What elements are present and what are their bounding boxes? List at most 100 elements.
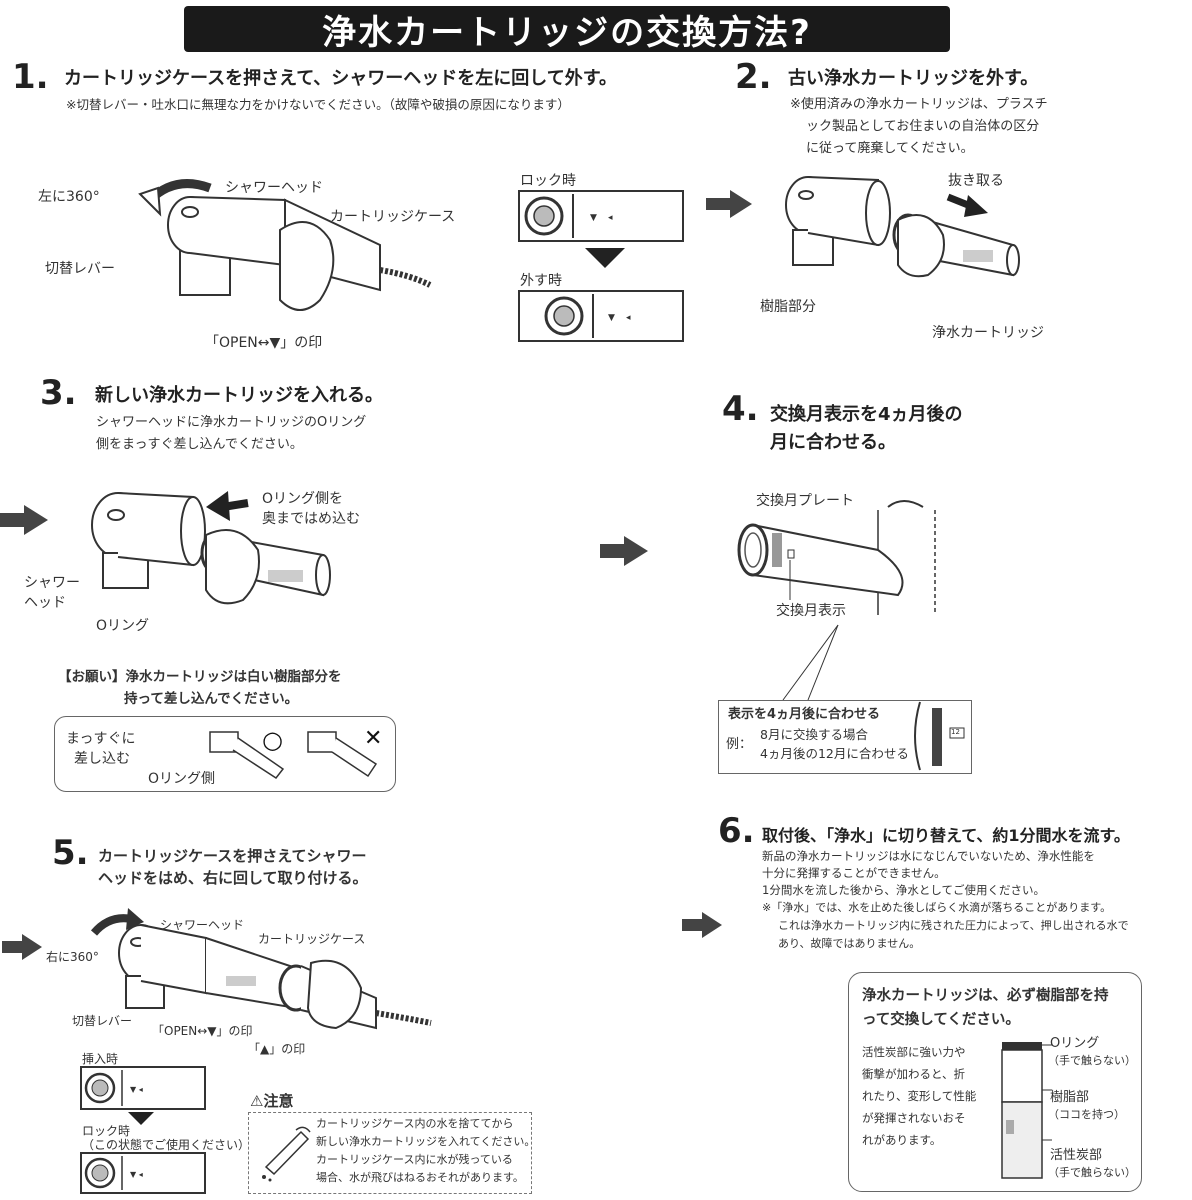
step1-heading: カートリッジケースを押さえて、シャワーヘッドを左に回して外す。 [64, 68, 617, 89]
tip-bad-mark: ✕ [364, 726, 383, 751]
handling-text-line4: が発揮されないおそ [862, 1111, 966, 1125]
step5-label-lever: 切替レバー [72, 1014, 133, 1028]
step3-request-line1: 【お願い】浄水カートリッジは白い樹脂部分を [58, 669, 342, 685]
svg-text:▼: ▼ [608, 313, 615, 323]
step5-attach-illustration [90, 908, 432, 1030]
cartridge-case-drain-icon [262, 1126, 311, 1182]
step4-plate-closeup [914, 701, 965, 771]
step3-label-oring: Oリング [96, 618, 150, 634]
step3-request-line2: 持って差し込んでください。 [124, 691, 299, 707]
step5-label-showerhead: シャワーヘッド [160, 918, 245, 932]
tip-good-mark: ○ [262, 726, 283, 754]
step1-label-lever: 切替レバー [45, 261, 115, 277]
down-arrow-icon [128, 1112, 154, 1125]
step4-heading-line1: 交換月表示を4ヵ月後の [770, 404, 963, 425]
label-oring-sub: （手で触らない） [1048, 1054, 1136, 1067]
cartridge-diagram [1001, 1042, 1043, 1179]
step6-note-line2: 十分に発揮することができません。 [762, 866, 946, 880]
step5-heading-line2: ヘッドをはめ、右に回して取り付ける。 [98, 869, 368, 887]
step2-number: 2. [735, 57, 772, 97]
label-resin: 樹脂部 [1050, 1090, 1090, 1105]
step1-number: 1. [12, 57, 49, 97]
label-oring: Oリング [1050, 1036, 1100, 1051]
right-arrow-icon [0, 505, 48, 535]
caution-box [248, 1112, 532, 1194]
tip-insert-comparison [209, 731, 378, 780]
svg-text:▼ ◂: ▼ ◂ [130, 1085, 143, 1094]
caution-line2: 新しい浄水カートリッジを入れてください。 [316, 1135, 536, 1148]
label-carbon-sub: （手で触らない） [1048, 1166, 1136, 1179]
step1-label-remove: 外す時 [520, 273, 562, 289]
right-arrow-icon [600, 536, 648, 566]
step6-handling-box [848, 972, 1142, 1192]
step1-label-case: カートリッジケース [330, 209, 456, 225]
step1-faucet-illustration [138, 179, 432, 311]
step5-label-mark: 「OPEN↔▼」の印 [152, 1024, 253, 1038]
step3-label-shower-line2: ヘッド [24, 595, 66, 611]
step4-box-example-line1: 8月に交換する場合 [760, 727, 868, 742]
handling-heading-line1: 浄水カートリッジは、必ず樹脂部を持 [862, 988, 1109, 1004]
step2-heading: 古い浄水カートリッジを外す。 [788, 68, 1039, 89]
right-arrow-icon [706, 190, 752, 218]
step2-label-pull: 抜き取る [948, 173, 1004, 189]
step2-note-line3: に従って廃棄してください。 [806, 141, 974, 156]
step4-plate-illustration [737, 500, 936, 615]
step1-label-showerhead: シャワーヘッド [225, 180, 323, 196]
step5-label-case: カートリッジケース [258, 932, 366, 946]
step6-number: 6. [718, 811, 755, 851]
caution-line1: カートリッジケース内の水を捨ててから [316, 1117, 514, 1130]
step5-number: 5. [52, 833, 89, 873]
step6-note-line3: 1分間水を流した後から、浄水としてご使用ください。 [762, 883, 1045, 897]
step5-label-rotate: 右に360° [46, 950, 99, 964]
tip-oring-side: Oリング側 [148, 771, 216, 787]
step6-note-line4: ※「浄水」では、水を止めた後しばらく水滴が落ちることがあります。 [762, 901, 1112, 914]
step6-note-line1: 新品の浄水カートリッジは水になじんでいないため、浄水性能を [762, 849, 1095, 863]
handling-text-line5: れがあります。 [862, 1133, 942, 1147]
handling-text-line3: れたり、変形して性能 [862, 1089, 977, 1103]
step2-note-line2: ック製品としてお住まいの自治体の区分 [806, 119, 1040, 134]
step1-label-rotate: 左に360° [38, 189, 100, 205]
down-arrow-icon [585, 248, 625, 268]
step5-heading-line1: カートリッジケースを押さえてシャワー [98, 847, 367, 865]
step4-box-heading: 表示を4ヵ月後に合わせる [728, 707, 881, 722]
caution-title: ⚠注意 [250, 1092, 294, 1110]
step3-note-line2: 側をまっすぐ差し込んでください。 [96, 437, 303, 452]
svg-text:▼ ◂: ▼ ◂ [130, 1170, 143, 1179]
caution-line4: 場合、水が飛びはねるおそれがあります。 [316, 1171, 524, 1184]
step3-label-oring-side-line1: Oリング側を [262, 491, 344, 507]
step3-label-oring-side-line2: 奥まではめ込む [262, 511, 360, 527]
tip-straight-line1: まっすぐに [66, 731, 136, 747]
step3-insert-illustration [91, 491, 331, 605]
step4-label-display: 交換月表示 [776, 603, 846, 619]
insert-state-diagram: ▼ ◂ [80, 1066, 206, 1110]
step4-label-plate: 交換月プレート [756, 493, 854, 509]
page-title: 浄水カートリッジの交換方法? [184, 6, 950, 53]
step6-note-line5: これは浄水カートリッジ内に残された圧力によって、押し出される水で [778, 919, 1129, 932]
step5-label-triangle: 「▲」の印 [248, 1042, 306, 1056]
lock-state-diagram: ▼ ◂ [518, 190, 684, 242]
step2-label-cartridge: 浄水カートリッジ [932, 325, 1044, 341]
step4-box-example-prefix: 例： [726, 737, 753, 752]
step4-number: 4. [722, 389, 759, 429]
step1-label-lock: ロック時 [520, 173, 576, 189]
step1-label-mark: 「OPEN↔▼」の印 [205, 335, 323, 351]
handling-text-line2: 衝撃が加わると、折 [862, 1067, 966, 1081]
svg-text:◂: ◂ [608, 213, 613, 223]
label-resin-sub: （ココを持つ） [1048, 1108, 1125, 1121]
tip-straight-line2: 差し込む [74, 751, 130, 767]
remove-state-diagram: ▼ ◂ [518, 290, 684, 342]
step5-label-lock-line2: （この状態でご使用ください） [82, 1138, 251, 1152]
right-arrow-icon [682, 912, 722, 938]
step3-label-shower-line1: シャワー [24, 575, 80, 591]
label-carbon: 活性炭部 [1050, 1148, 1103, 1163]
step2-cartridge-illustration [785, 176, 1020, 278]
step5-label-lock-line1: ロック時 [82, 1124, 131, 1138]
step1-note: ※切替レバー・吐水口に無理な力をかけないでください。（故障や破損の原因になります… [66, 97, 570, 112]
step3-number: 3. [40, 373, 77, 413]
right-arrow-icon [2, 934, 42, 960]
step6-note-line6: あり、故障ではありません。 [778, 937, 921, 950]
handling-text-line1: 活性炭部に強い力や [862, 1045, 966, 1059]
step4-callout-lines [782, 624, 839, 701]
step2-label-resin: 樹脂部分 [760, 299, 816, 315]
svg-text:▼: ▼ [590, 213, 597, 223]
